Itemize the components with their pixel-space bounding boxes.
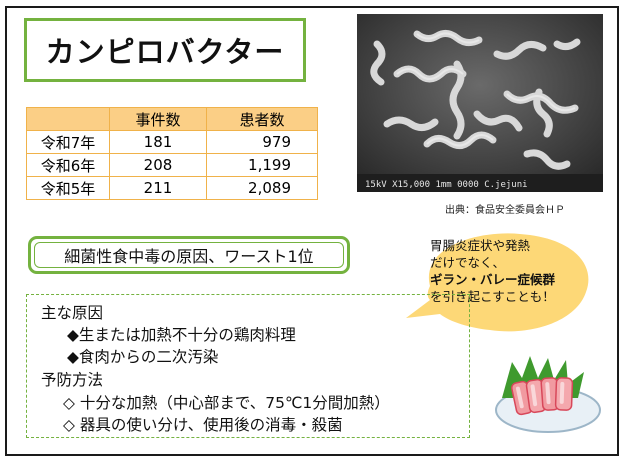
cause-item: ◆食肉からの二次汚染 [67,348,219,366]
table-cell-patients: 1,199 [206,153,318,177]
table-cell-patients: 2,089 [206,176,318,200]
photo-credit: 出典：食品安全委員会ＨＰ [445,205,565,216]
table-cell-incidents: 208 [109,153,207,177]
micrograph-caption: 15kV X15,000 1mm 0000 C.jejuni [365,180,528,190]
prevention-item: ◇ 十分な加熱（中心部まで、75℃1分間加熱） [63,394,390,412]
title-box: カンピロバクター [24,18,306,82]
table-cell-patients: 979 [206,130,318,154]
rank-text: 細菌性食中毒の原因、ワースト1位 [64,247,314,266]
causes-heading: 主な原因 [41,304,104,322]
rank-box: 細菌性食中毒の原因、ワースト1位 [28,236,350,274]
table-header-row: 事件数 患者数 [26,107,318,131]
table-header-patients: 患者数 [206,107,318,131]
bubble-line-1: 胃腸炎症状や発熱 [430,238,531,253]
table-cell-incidents: 181 [109,130,207,154]
speech-bubble [406,233,589,332]
statistics-table: 事件数 患者数 令和7年 181 979 令和6年 208 1,199 令和5年… [26,107,318,200]
chicken-sashimi-illustration [495,356,601,433]
speech-bubble-shape [406,233,589,332]
bubble-line-3: ギラン・バレー症候群 [430,272,556,287]
rank-box-inner-border [34,242,344,268]
table-header-incidents: 事件数 [109,107,207,131]
table-cell-year: 令和5年 [26,176,110,200]
bubble-text: 胃腸炎症状や発熱 だけでなく、 ギラン・バレー症候群 を引き起こすことも！ [430,237,590,305]
bubble-line-2: だけでなく、 [430,255,506,270]
table-cell-incidents: 211 [109,176,207,200]
page-title: カンピロバクター [45,35,285,69]
bacteria-micrograph: 15kV X15,000 1mm 0000 C.jejuni [357,14,603,192]
cause-item: ◆生または加熱不十分の鶏肉料理 [67,326,296,344]
table-row: 令和7年 181 979 [26,130,318,154]
micrograph-image: 15kV X15,000 1mm 0000 C.jejuni [357,14,603,192]
bubble-line-4: を引き起こすことも！ [430,289,555,304]
prevention-heading: 予防方法 [41,371,104,389]
table-cell-year: 令和7年 [26,130,110,154]
causes-prevention-box: 主な原因 ◆生または加熱不十分の鶏肉料理 ◆食肉からの二次汚染 予防方法 ◇ 十… [26,294,470,438]
table-header-blank [26,107,110,131]
table-row: 令和5年 211 2,089 [26,176,318,200]
table-cell-year: 令和6年 [26,153,110,177]
table-row: 令和6年 208 1,199 [26,153,318,177]
prevention-item: ◇ 器具の使い分け、使用後の消毒・殺菌 [63,416,343,434]
